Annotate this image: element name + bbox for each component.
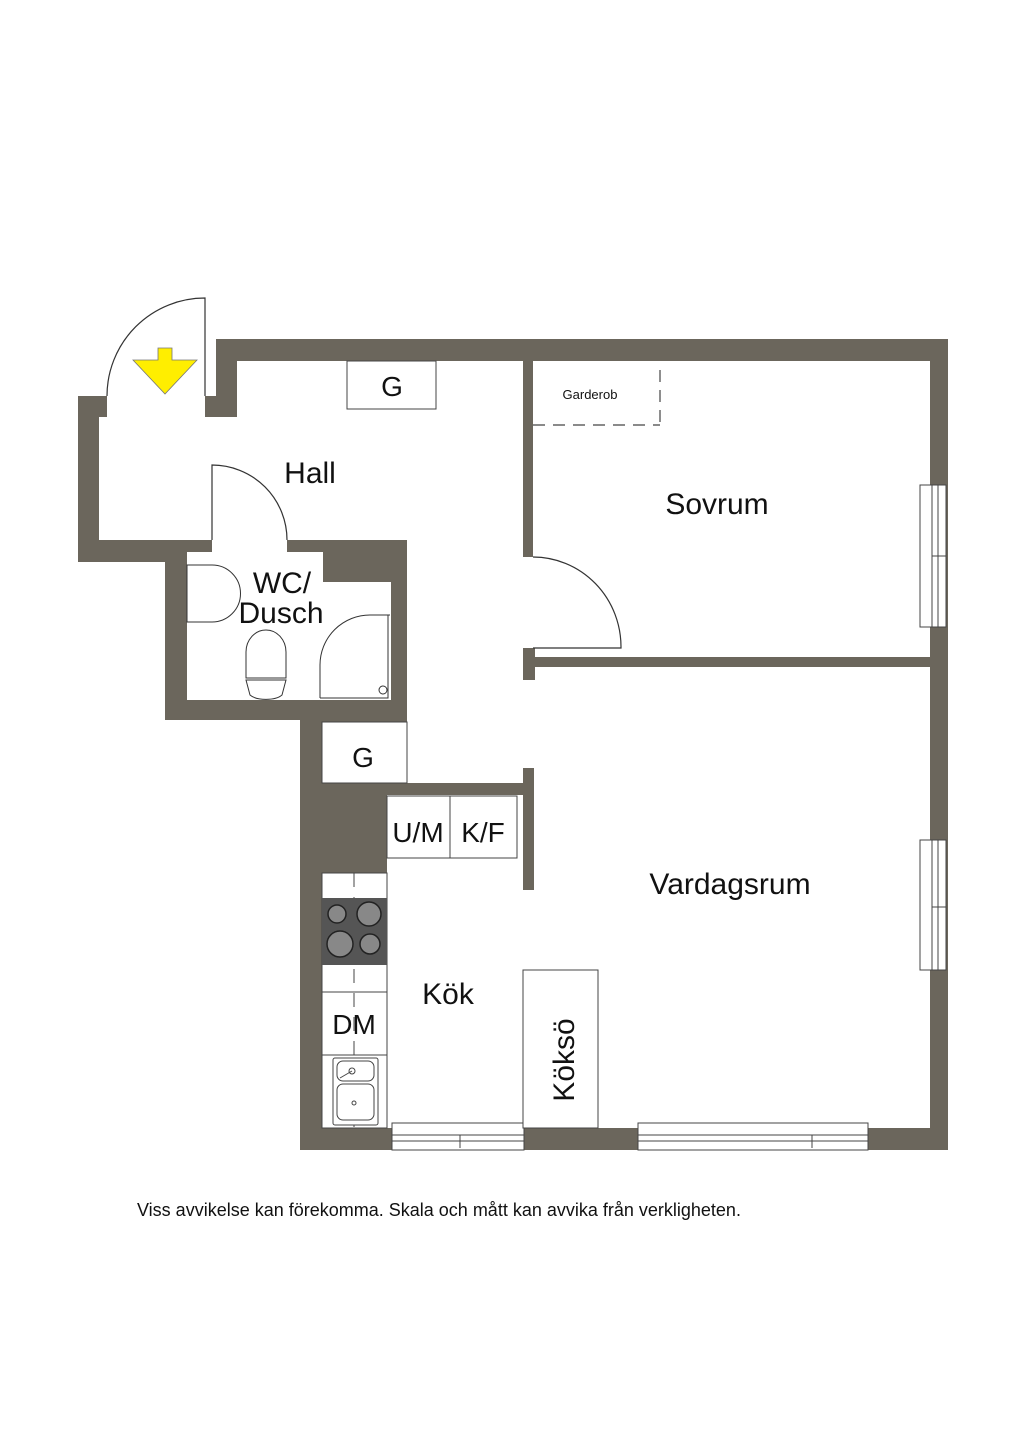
fridge-label: K/F [461, 817, 505, 848]
shower-icon [319, 614, 390, 699]
closet-hall-label: G [381, 371, 403, 402]
garderob-outline [533, 370, 661, 426]
room-label-wc: WC/ [253, 567, 312, 600]
dishwasher-label: DM [332, 1009, 376, 1040]
entrance-arrow-icon [132, 347, 198, 395]
partitions [300, 648, 930, 890]
room-label-sovrum: Sovrum [665, 488, 768, 521]
entrance-door[interactable] [106, 297, 206, 397]
disclaimer-text: Viss avvikelse kan förekomma. Skala och … [137, 1200, 741, 1220]
washbasin-icon [186, 564, 241, 623]
room-label-kok: Kök [422, 978, 475, 1011]
closet-corridor [321, 721, 408, 784]
room-label-dusch: Dusch [238, 597, 323, 630]
shower-drain-icon [378, 685, 388, 695]
toilet-icon [245, 629, 287, 700]
window-vardagsrum-bottom [637, 1122, 869, 1151]
sovrum-door[interactable] [532, 556, 622, 649]
garderob-label: Garderob [563, 387, 618, 402]
window-kok [391, 1122, 525, 1151]
wc-door[interactable] [211, 464, 288, 541]
fridge [449, 795, 518, 859]
windows [391, 484, 947, 1151]
washer-label: U/M [392, 817, 443, 848]
room-label-vardagsrum: Vardagsrum [649, 868, 810, 901]
island-label: Köksö [548, 1018, 581, 1101]
window-vardagsrum-side [919, 839, 947, 971]
closet-hall [346, 360, 437, 410]
kitchen-island [522, 969, 599, 1129]
sink-icon [332, 1057, 379, 1126]
stove-icon [322, 898, 387, 965]
room-floors [99, 361, 930, 1128]
washer [386, 795, 451, 859]
closet-corridor-label: G [352, 742, 374, 773]
room-label-hall: Hall [284, 457, 336, 490]
